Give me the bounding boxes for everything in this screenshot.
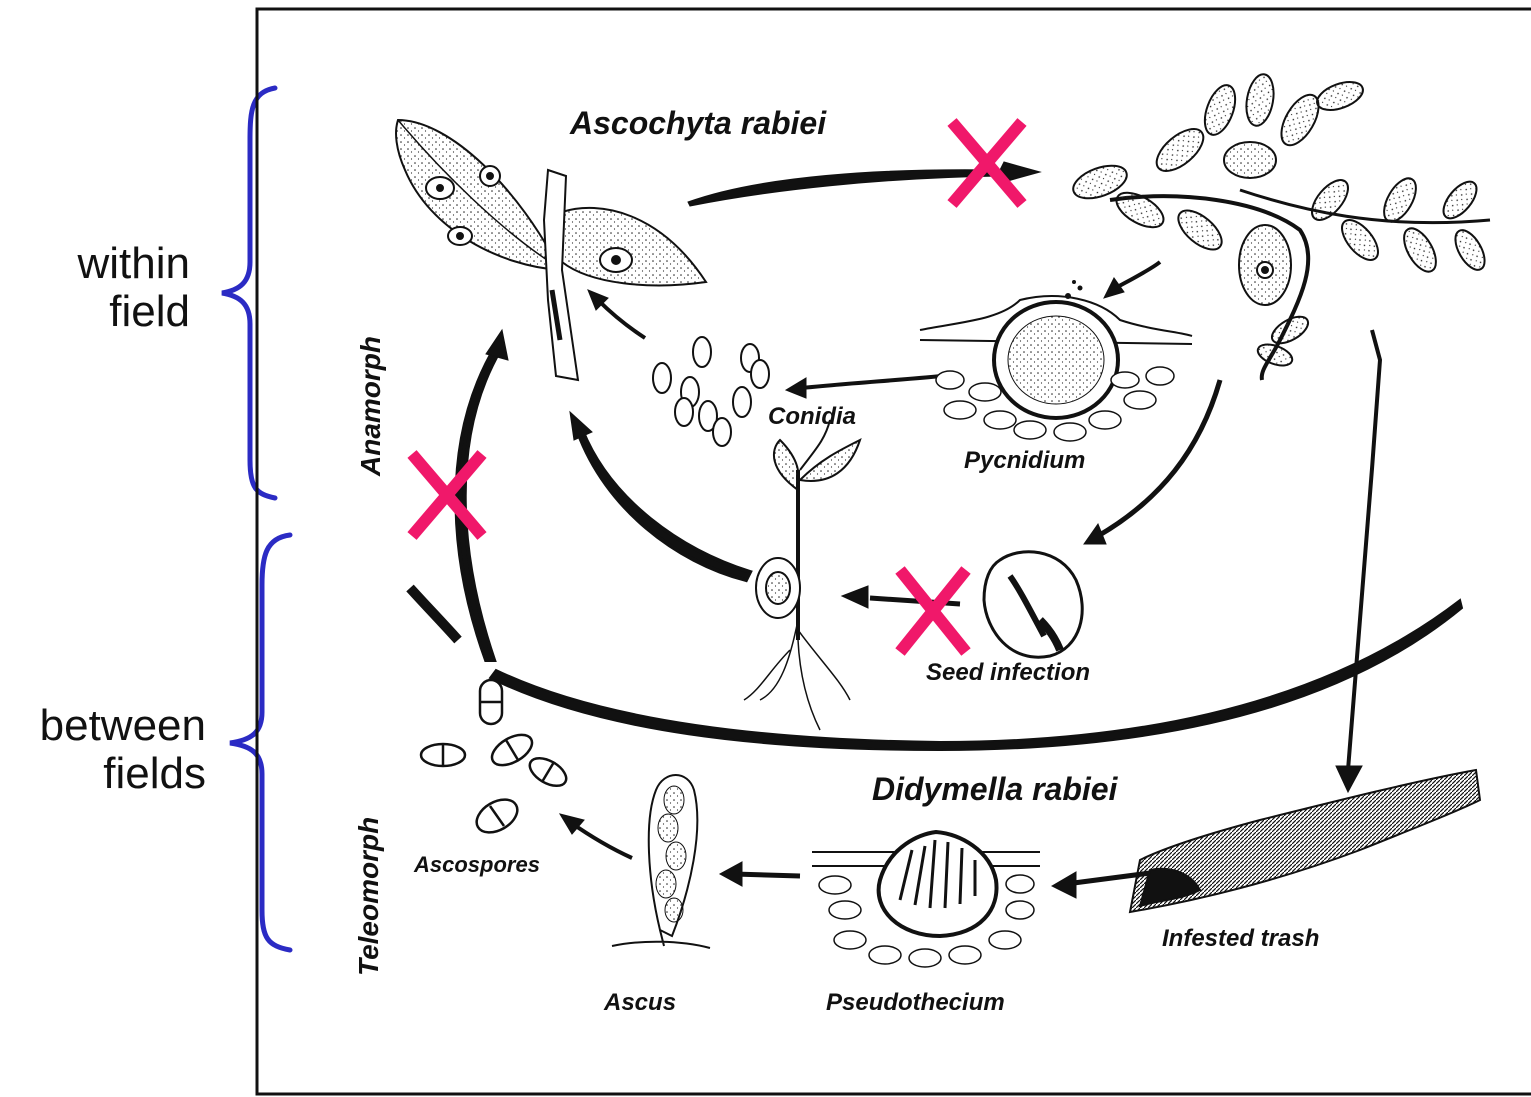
arrow-pycnidium-to-seed: [1098, 380, 1220, 536]
conidia-label: Conidia: [768, 403, 856, 430]
infected-leaf-illustration: [396, 120, 706, 380]
infested-trash-label: Infested trash: [1162, 925, 1319, 952]
arrow-seedling-to-leaf: [578, 430, 750, 580]
didymella-title: Didymella rabiei: [872, 771, 1119, 807]
arrow-pycnidium-to-conidia: [802, 376, 942, 388]
seed-infection-label: Seed infection: [926, 659, 1090, 686]
arrow-ascus-to-ascospores: [570, 822, 632, 858]
arrow-ascospores-to-leaf: [457, 346, 501, 660]
teleomorph-label: Teleomorph: [353, 817, 384, 976]
arrow-conidia-to-leaf: [598, 300, 645, 338]
conidia-illustration: [653, 337, 769, 446]
between-fields-bracket: [230, 535, 290, 950]
pycnidium-illustration: [920, 280, 1192, 441]
pycnidium-label: Pycnidium: [964, 447, 1085, 474]
infested-trash-illustration: [1130, 770, 1480, 912]
ascochyta-title: Ascochyta rabiei: [569, 105, 827, 141]
chickpea-plant-illustration: [1069, 72, 1491, 380]
cross-mark-left: [412, 454, 482, 536]
cross-mark-top: [952, 122, 1022, 204]
arrow-pseudothecium-to-ascus: [734, 874, 800, 876]
ascospores-illustration: [421, 680, 571, 839]
infected-seed-illustration: [984, 552, 1082, 657]
arrow-plant-to-trash: [1348, 330, 1380, 770]
seedling-illustration: [744, 420, 860, 730]
anamorph-label: Anamorph: [355, 336, 386, 477]
ascus-illustration: [612, 775, 710, 948]
pseudothecium-label: Pseudothecium: [826, 989, 1005, 1016]
cross-mark-seed: [900, 570, 966, 652]
within-field-bracket: [222, 88, 275, 498]
ascospores-label: Ascospores: [413, 852, 540, 877]
ascus-label: Ascus: [603, 989, 676, 1016]
pseudothecium-illustration: [812, 832, 1040, 967]
